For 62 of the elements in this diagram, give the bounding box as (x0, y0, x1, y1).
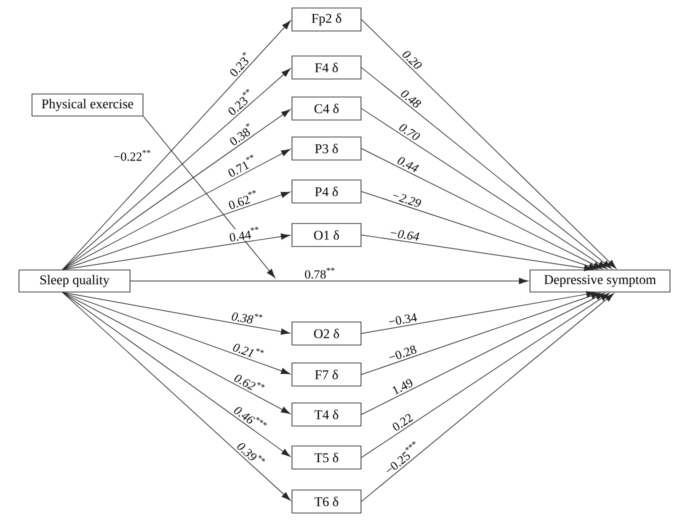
arrow (62, 292, 290, 335)
arrow (361, 293, 610, 458)
edge-label: 0.62$^{**}$ (232, 370, 267, 396)
variable-box: O1 δ (292, 223, 362, 247)
arrow (361, 19, 616, 269)
arrow (62, 292, 291, 501)
edge-label: 0.44 (395, 154, 421, 174)
variable-box: P4 δ (292, 180, 362, 204)
edge-label: −0.25$^{***}$ (381, 438, 423, 477)
arrow (361, 148, 603, 270)
edge-label: 0.22 (390, 412, 416, 433)
variable-box: Depressive symptom (530, 270, 670, 292)
edge-label: −0.64 (388, 227, 421, 242)
arrow (62, 68, 291, 270)
edge-label: −0.28 (386, 344, 418, 364)
arrow (62, 292, 290, 374)
edge-label: −2.29 (390, 190, 423, 209)
variable-box: Physical exercise (32, 94, 144, 116)
edge-label: 0.44$^{**}$ (228, 226, 262, 243)
edge-label: 0.46$^{***}$ (232, 402, 270, 434)
variable-box: Fp2 δ (292, 8, 362, 32)
edge-label: 0.48 (398, 88, 423, 110)
edge-label: 0.70 (396, 121, 422, 143)
arrow (130, 278, 528, 284)
edge-label: 0.23$^{*}$ (226, 50, 254, 79)
arrow (62, 148, 290, 270)
arrow (143, 116, 276, 278)
edge-label: 0.38$^{*}$ (226, 121, 256, 148)
variable-box: O2 δ (292, 322, 362, 346)
variable-box: T6 δ (292, 490, 362, 514)
variable-box: Sleep quality (18, 270, 130, 292)
arrow (62, 20, 291, 270)
arrow (361, 67, 612, 269)
arrow (361, 292, 605, 415)
edge-label: 0.39$^{**}$ (234, 438, 268, 470)
variable-box: T5 δ (292, 446, 362, 470)
edge-label: 0.71$^{**}$ (224, 152, 260, 179)
edge-label: 0.38$^{**}$ (230, 308, 264, 327)
arrow (361, 191, 598, 270)
arrow (361, 291, 596, 334)
arrow (62, 192, 290, 270)
edge-label: 0.21$^{**}$ (230, 339, 266, 362)
arrow (62, 292, 290, 414)
variable-box: T4 δ (292, 402, 362, 426)
arrow (361, 293, 614, 502)
arrow (361, 292, 600, 375)
variable-box: C4 δ (292, 96, 362, 120)
edge-label: 0.20 (400, 48, 424, 72)
arrow (62, 233, 290, 270)
arrow (361, 234, 594, 272)
edge-label: 1.49 (390, 376, 416, 396)
arrow (62, 109, 290, 270)
arrow (361, 108, 608, 269)
edge-label: −0.22$^{**}$ (112, 149, 152, 162)
edge-label: 0.62$^{**}$ (226, 188, 261, 211)
edge-label: 0.78$^{**}$ (304, 266, 336, 280)
arrow (62, 292, 291, 457)
edge-label: −0.34 (386, 312, 418, 328)
edge-label: 0.23$^{**}$ (224, 86, 257, 118)
variable-box: P3 δ (292, 136, 362, 160)
variable-box: F4 δ (292, 56, 362, 80)
variable-box: F7 δ (292, 362, 362, 386)
